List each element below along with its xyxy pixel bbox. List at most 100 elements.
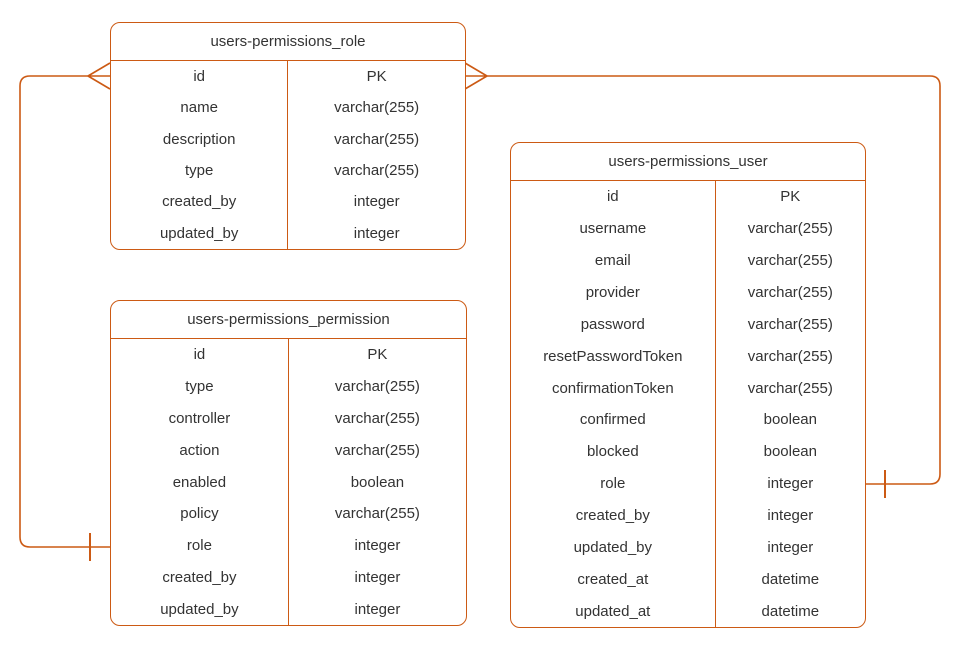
table-row: updated_by integer xyxy=(111,593,466,625)
field-type: integer xyxy=(767,538,814,556)
field-name: type xyxy=(111,154,289,187)
field-type: datetime xyxy=(761,602,820,620)
field-type: boolean xyxy=(763,443,817,461)
table-row: username varchar(255) xyxy=(511,212,865,245)
field-name: name xyxy=(111,92,289,124)
field-name: policy xyxy=(111,497,289,530)
field-type: varchar(255) xyxy=(334,378,420,396)
field-type: varchar(255) xyxy=(747,220,833,238)
field-name: updated_at xyxy=(511,595,716,627)
field-name: confirmed xyxy=(511,404,716,436)
field-type: varchar(255) xyxy=(334,505,420,523)
table-row: id PK xyxy=(511,181,865,213)
table-rows: id PK name varchar(255) description varchar(2… xyxy=(111,61,465,249)
field-type: integer xyxy=(354,537,401,555)
field-name: updated_by xyxy=(511,531,716,564)
field-type: varchar(255) xyxy=(334,130,420,148)
table-row: created_by integer xyxy=(111,561,466,594)
field-name: role xyxy=(111,529,289,562)
table-row: name varchar(255) xyxy=(111,92,465,124)
field-name: created_by xyxy=(111,186,289,218)
table-row: password varchar(255) xyxy=(511,308,865,341)
field-name: id xyxy=(511,181,716,213)
field-type: varchar(255) xyxy=(747,252,833,270)
field-name: updated_by xyxy=(111,593,289,625)
table-row: action varchar(255) xyxy=(111,434,466,467)
table-row: type varchar(255) xyxy=(111,370,466,403)
field-name: username xyxy=(511,212,716,245)
table-row: provider varchar(255) xyxy=(511,276,865,309)
field-type: PK xyxy=(367,346,388,364)
table-title: users-permissions_permission xyxy=(111,301,466,339)
table-row: id PK xyxy=(111,61,465,93)
field-type: integer xyxy=(767,507,814,525)
table-rows: id PK type varchar(255) controller varchar(25… xyxy=(111,339,466,625)
table-row: updated_by integer xyxy=(111,217,465,249)
field-type: varchar(255) xyxy=(334,409,420,427)
field-name: created_by xyxy=(511,499,716,532)
field-name: created_by xyxy=(111,561,289,594)
table-row: created_by integer xyxy=(111,186,465,218)
field-name: blocked xyxy=(511,435,716,468)
field-name: action xyxy=(111,434,289,467)
field-name: email xyxy=(511,244,716,277)
table-row: confirmed boolean xyxy=(511,404,865,436)
field-type: varchar(255) xyxy=(747,347,833,365)
relationship-line xyxy=(19,75,110,548)
field-type: integer xyxy=(354,600,401,618)
field-name: controller xyxy=(111,402,289,435)
table-row: created_by integer xyxy=(511,499,865,532)
field-name: type xyxy=(111,370,289,403)
table-row: blocked boolean xyxy=(511,435,865,468)
table-row: controller varchar(255) xyxy=(111,402,466,435)
field-type: integer xyxy=(767,475,814,493)
table-row: email varchar(255) xyxy=(511,244,865,277)
table-row: role integer xyxy=(111,529,466,562)
field-type: boolean xyxy=(350,473,405,491)
field-name: id xyxy=(111,61,289,93)
field-name: password xyxy=(511,308,716,341)
relationship-role-permission xyxy=(19,62,111,561)
entity-table-users-permissions-role: users-permissions_role id PK name varchar(2… xyxy=(110,22,466,250)
field-name: created_at xyxy=(511,563,716,596)
field-type: integer xyxy=(353,224,400,242)
field-type: boolean xyxy=(763,411,817,429)
crow-foot-many-icon xyxy=(87,62,111,90)
relationship-role-user xyxy=(464,62,941,498)
field-name: updated_by xyxy=(111,217,289,249)
entity-table-users-permissions-permission: users-permissions_permission id PK type var… xyxy=(110,300,467,626)
table-row: updated_by integer xyxy=(511,531,865,564)
table-row: enabled boolean xyxy=(111,466,466,498)
table-row: role integer xyxy=(511,467,865,500)
field-type: varchar(255) xyxy=(747,315,833,333)
table-title: users-permissions_role xyxy=(111,23,465,61)
field-type: PK xyxy=(366,68,387,86)
field-type: varchar(255) xyxy=(334,99,420,117)
field-name: id xyxy=(111,339,289,371)
relationship-line xyxy=(487,75,941,485)
table-row: updated_at datetime xyxy=(511,595,865,627)
field-type: varchar(255) xyxy=(334,441,420,459)
field-type: varchar(255) xyxy=(334,162,420,180)
crow-foot-many-icon xyxy=(464,62,488,90)
field-type: integer xyxy=(354,568,401,586)
field-name: provider xyxy=(511,276,716,309)
field-name: role xyxy=(511,467,716,500)
table-rows: id PK username varchar(255) email varchar(255… xyxy=(511,181,865,627)
table-row: resetPasswordToken varchar(255) xyxy=(511,340,865,373)
field-type: varchar(255) xyxy=(747,284,833,301)
field-type: integer xyxy=(353,193,400,211)
table-row: description varchar(255) xyxy=(111,123,465,155)
field-name: resetPasswordToken xyxy=(511,340,716,373)
field-name: description xyxy=(111,123,289,155)
field-type: PK xyxy=(780,188,801,206)
table-row: id PK xyxy=(111,339,466,371)
field-type: varchar(255) xyxy=(747,379,833,397)
field-name: enabled xyxy=(111,466,289,498)
table-title: users-permissions_user xyxy=(511,143,865,181)
table-row: type varchar(255) xyxy=(111,154,465,187)
